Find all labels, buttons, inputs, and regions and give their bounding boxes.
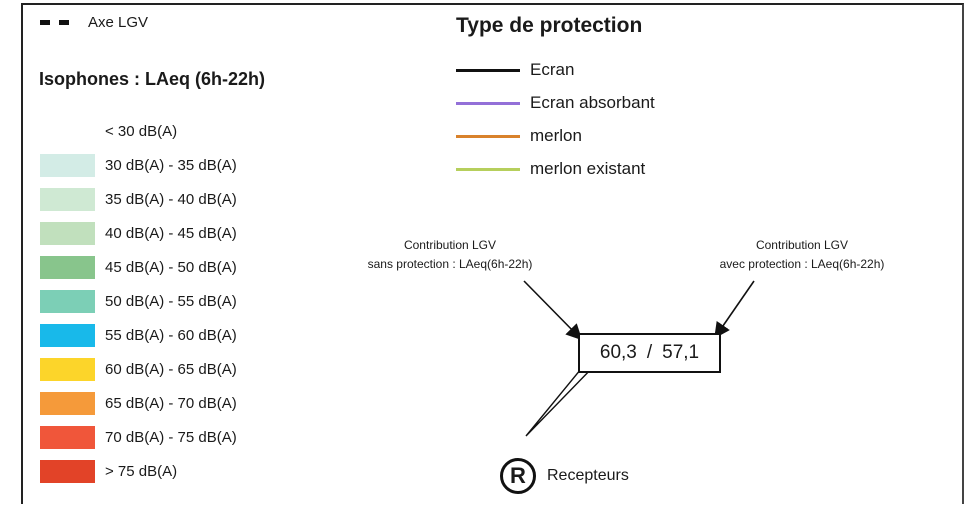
dash-segment [40,20,50,25]
protection-item: Ecran absorbant [456,91,655,115]
isophone-swatch [40,358,95,381]
contrib-right-line1: Contribution LGV [755,238,849,252]
value-without-protection: 60,3 [599,342,637,363]
isophone-class-label: 50 dB(A) - 55 dB(A) [105,293,237,310]
isophone-class-label: 70 dB(A) - 75 dB(A) [105,429,237,446]
protection-item: Ecran [456,58,655,82]
protection-line-swatch [456,167,520,171]
isophone-class-label: 60 dB(A) - 65 dB(A) [105,361,237,378]
isophone-class-label: 40 dB(A) - 45 dB(A) [105,225,237,242]
isophone-swatch [40,392,95,415]
isophone-swatch [40,256,95,279]
isophone-class-row: 65 dB(A) - 70 dB(A) [40,390,237,417]
isophone-class-row: 35 dB(A) - 40 dB(A) [40,186,237,213]
legend-frame [21,3,964,504]
protection-line-swatch [456,101,520,105]
protection-label: merlon existant [530,159,646,178]
arrow-right [714,280,755,339]
isophones-title: Isophones : LAeq (6h-22h) [39,69,266,89]
receptor-icon: R [500,458,536,494]
contribution-with-protection: Contribution LGV avec protection : LAeq(… [672,236,932,274]
isophone-class-label: < 30 dB(A) [105,123,178,140]
protection-line-swatch [456,134,520,138]
isophone-swatch [40,188,95,211]
isophone-swatch [40,324,95,347]
isophone-swatch [40,222,95,245]
protection-label: Ecran [530,60,575,79]
isophone-class-label: 30 dB(A) - 35 dB(A) [105,157,237,174]
isophone-class-label: 65 dB(A) - 70 dB(A) [105,395,237,412]
protection-label: Ecran absorbant [530,93,655,112]
isophone-class-row: 55 dB(A) - 60 dB(A) [40,322,237,349]
protection-label: merlon [530,126,582,145]
isophone-class-row: 60 dB(A) - 65 dB(A) [40,356,237,383]
isophone-class-row: > 75 dB(A) [40,458,237,485]
isophone-class-row: 40 dB(A) - 45 dB(A) [40,220,237,247]
value-with-protection: 57,1 [662,342,700,363]
isophone-swatch [40,154,95,177]
isophone-swatch [40,460,95,483]
receptor-value-box: 60,3 / 57,1 [578,333,721,373]
protection-item: merlon [456,124,655,148]
isophone-class-label: 35 dB(A) - 40 dB(A) [105,191,237,208]
contrib-left-line1: Contribution LGV [403,238,497,252]
axe-lgv-label: Axe LGV [88,14,149,31]
receptor-label: Recepteurs [547,467,629,484]
isophone-class-row: 50 dB(A) - 55 dB(A) [40,288,237,315]
isophone-class-list: < 30 dB(A) 30 dB(A) - 35 dB(A) 35 dB(A) - … [40,118,237,492]
isophone-class-label: 55 dB(A) - 60 dB(A) [105,327,237,344]
arrow-left [523,280,583,341]
protection-item: merlon existant [456,157,655,181]
receptor-leader [525,357,597,437]
isophone-class-row: 45 dB(A) - 50 dB(A) [40,254,237,281]
isophone-class-row: < 30 dB(A) [40,118,237,145]
isophone-swatch [40,290,95,313]
isophone-swatch [40,120,95,143]
isophone-class-row: 30 dB(A) - 35 dB(A) [40,152,237,179]
axe-lgv-legend: Axe LGV [40,14,148,31]
contrib-left-line2: sans protection : LAeq(6h-22h) [367,257,533,271]
contrib-right-line2: avec protection : LAeq(6h-22h) [719,257,885,271]
protection-title: Type de protection [456,14,643,37]
isophone-class-row: 70 dB(A) - 75 dB(A) [40,424,237,451]
isophone-class-label: 45 dB(A) - 50 dB(A) [105,259,237,276]
value-separator: / [646,342,653,363]
contribution-without-protection: Contribution LGV sans protection : LAeq(… [330,236,570,274]
dash-segment [59,20,69,25]
protection-line-swatch [456,68,520,72]
isophone-swatch [40,426,95,449]
isophone-class-label: > 75 dB(A) [105,463,178,480]
